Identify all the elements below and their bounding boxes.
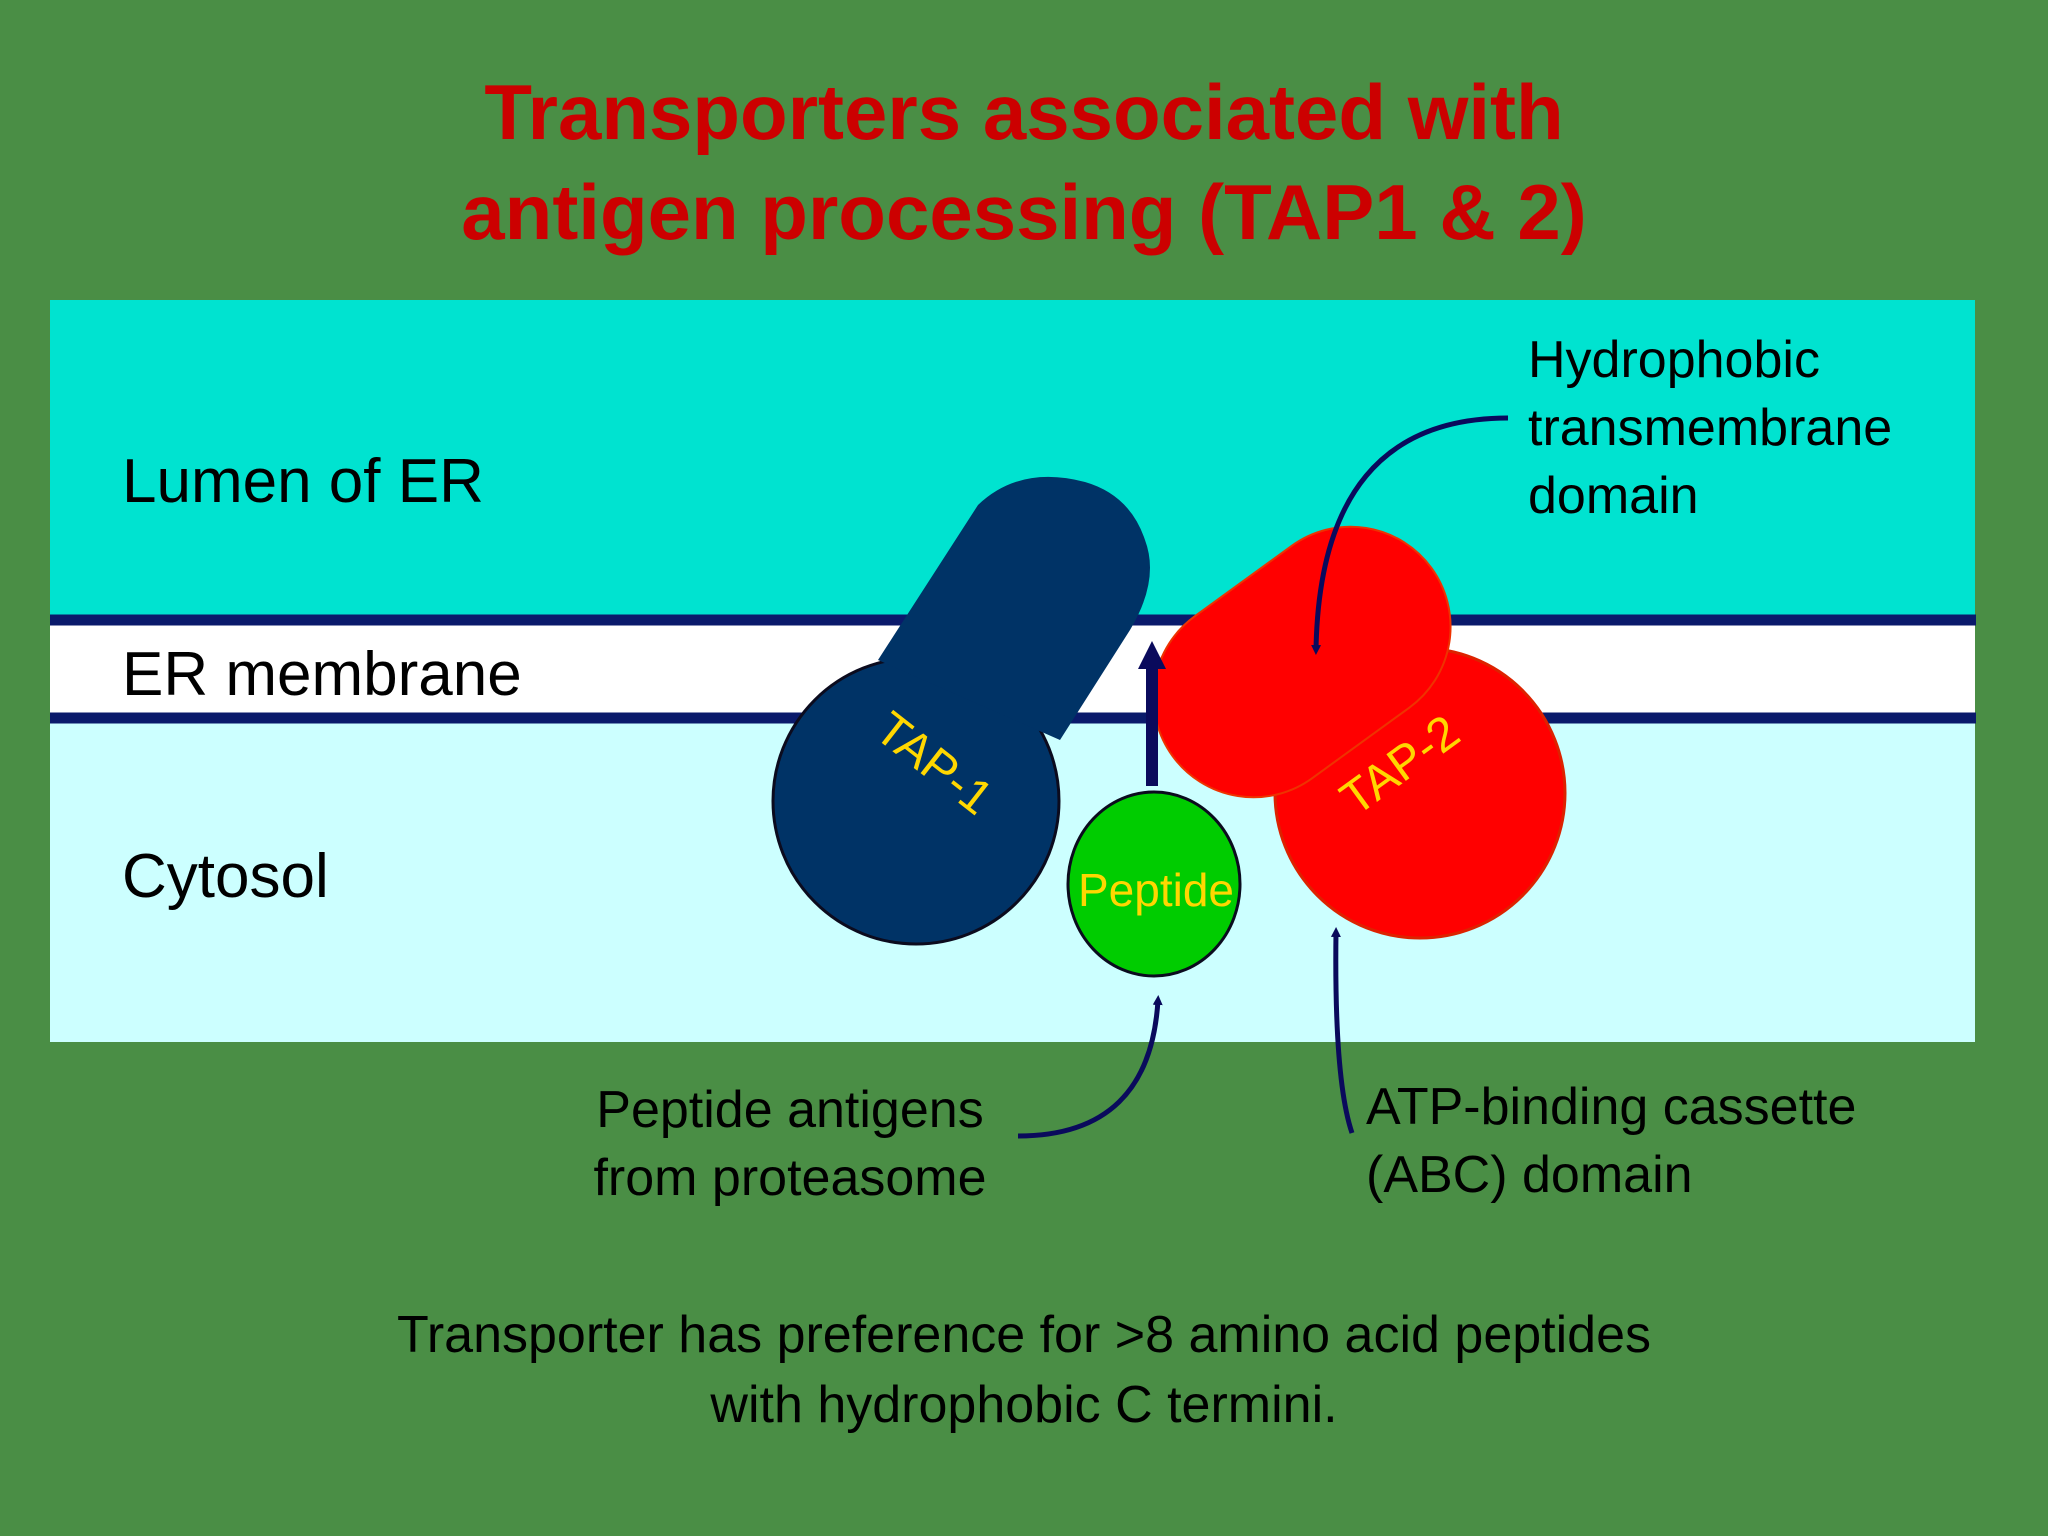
tap2-protein xyxy=(1152,525,1567,940)
peptide-source-callout-arrow xyxy=(1017,995,1163,1139)
tap2-transmembrane-domain xyxy=(1152,525,1452,799)
er-membrane-label: ER membrane xyxy=(122,640,522,709)
hydrophobic-callout: Hydrophobic transmembrane domain xyxy=(1528,326,1892,530)
hydrophobic-callout-line-3: domain xyxy=(1528,467,1699,525)
abc-callout-line-2: (ABC) domain xyxy=(1366,1146,1693,1204)
peptide-label: Peptide xyxy=(1078,864,1234,916)
title-line-2: antigen processing (TAP1 & 2) xyxy=(461,168,1587,256)
hydrophobic-callout-line-2: transmembrane xyxy=(1528,399,1893,457)
slide-title: Transporters associated with antigen pro… xyxy=(0,62,2048,262)
footer-line-2: with hydrophobic C termini. xyxy=(710,1376,1338,1434)
abc-callout-line-1: ATP-binding cassette xyxy=(1366,1078,1857,1136)
peptide-blob xyxy=(1066,790,1242,978)
hydrophobic-callout-arrow xyxy=(1311,415,1509,655)
lumen-label: Lumen of ER xyxy=(122,447,484,516)
footer-line-1: Transporter has preference for >8 amino … xyxy=(397,1306,1651,1364)
tap1-protein xyxy=(771,476,1150,946)
cytosol-label: Cytosol xyxy=(122,842,329,911)
peptide-source-callout-line-1: Peptide antigens xyxy=(596,1081,984,1139)
peptide-source-callout-line-2: from proteasome xyxy=(593,1149,987,1207)
title-line-1: Transporters associated with xyxy=(484,68,1564,156)
hydrophobic-callout-line-1: Hydrophobic xyxy=(1528,331,1820,389)
footer-note: Transporter has preference for >8 amino … xyxy=(0,1300,2048,1440)
abc-callout: ATP-binding cassette (ABC) domain xyxy=(1366,1073,1856,1209)
tap1-transmembrane-domain xyxy=(878,476,1150,740)
peptide-source-callout: Peptide antigens from proteasome xyxy=(575,1076,1005,1212)
abc-callout-arrow xyxy=(1330,927,1355,1134)
